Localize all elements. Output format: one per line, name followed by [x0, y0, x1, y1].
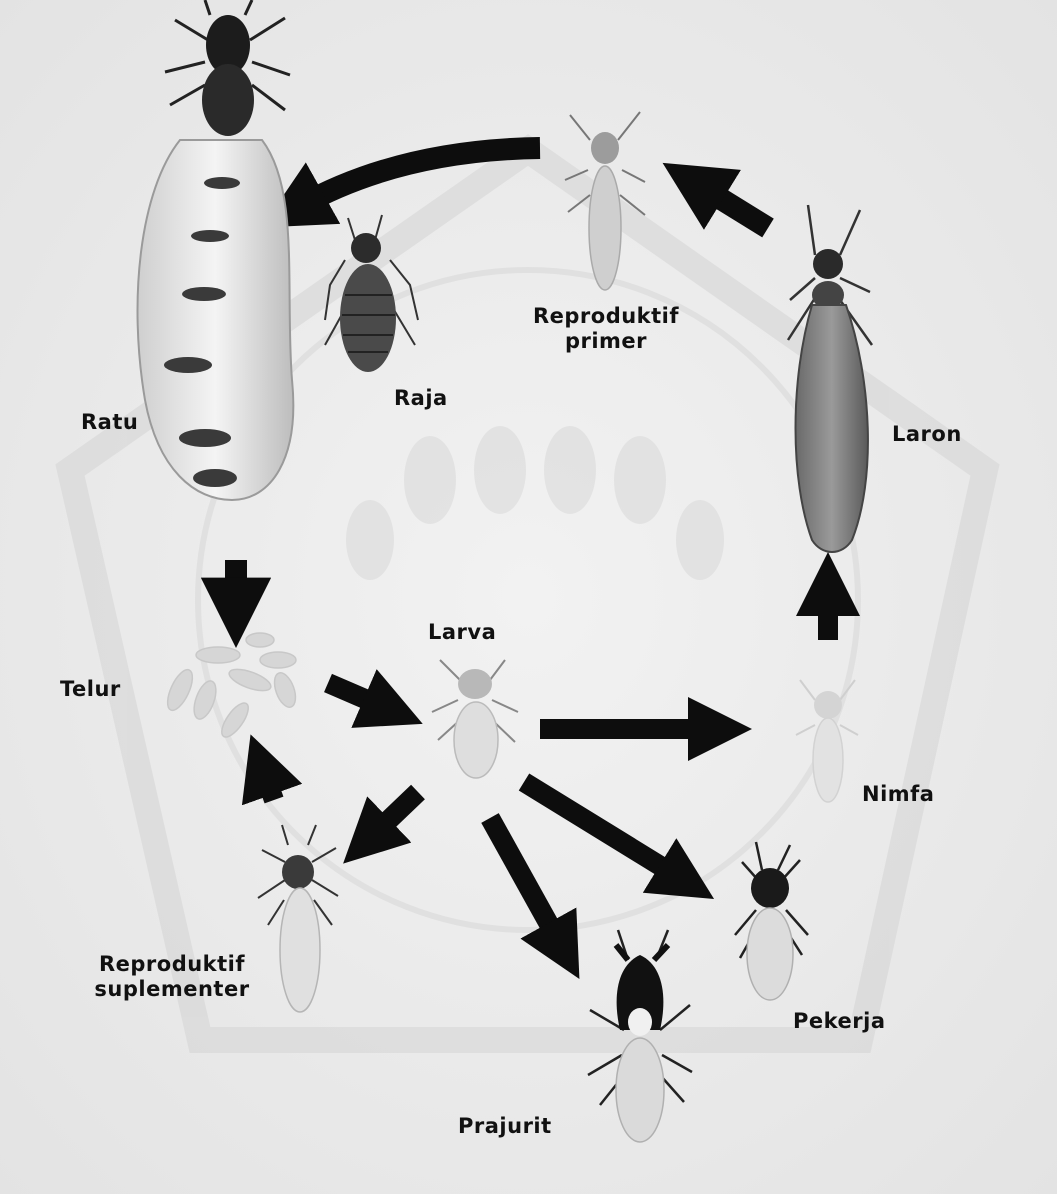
label-telur: Telur	[60, 677, 121, 702]
label-reproduktif-suplementer: Reproduktif suplementer	[76, 952, 268, 1002]
label-prajurit: Prajurit	[458, 1114, 552, 1139]
label-reproduktif-primer: Reproduktif primer	[515, 304, 697, 354]
label-reproduktif-primer-line2: primer	[515, 329, 697, 354]
label-raja: Raja	[394, 386, 448, 411]
arrow-telur-to-larva	[328, 683, 386, 708]
arrow-suplementer-to-telur	[264, 772, 274, 800]
label-ratu: Ratu	[81, 410, 138, 435]
label-reproduktif-primer-line1: Reproduktif	[515, 304, 697, 329]
supplementary-reproductive-illustration	[258, 825, 338, 1012]
label-reproduktif-suplementer-line1: Reproduktif	[76, 952, 268, 977]
eggs-illustration	[163, 633, 300, 741]
label-larva: Larva	[428, 620, 496, 645]
arrow-larva-to-prajurit	[490, 818, 560, 944]
primary-reproductive-illustration	[565, 112, 645, 290]
larva-illustration	[432, 660, 518, 778]
arrow-larva-to-pekerja	[524, 782, 680, 878]
arrow-larva-to-suplementer	[372, 792, 418, 836]
label-laron: Laron	[892, 422, 962, 447]
worker-illustration	[735, 842, 808, 1000]
alate-illustration	[788, 205, 872, 552]
label-pekerja: Pekerja	[793, 1009, 886, 1034]
queen-illustration	[138, 0, 294, 500]
arrow-laron-to-primer	[700, 186, 768, 228]
label-nimfa: Nimfa	[862, 782, 934, 807]
label-reproduktif-suplementer-line2: suplementer	[76, 977, 268, 1002]
